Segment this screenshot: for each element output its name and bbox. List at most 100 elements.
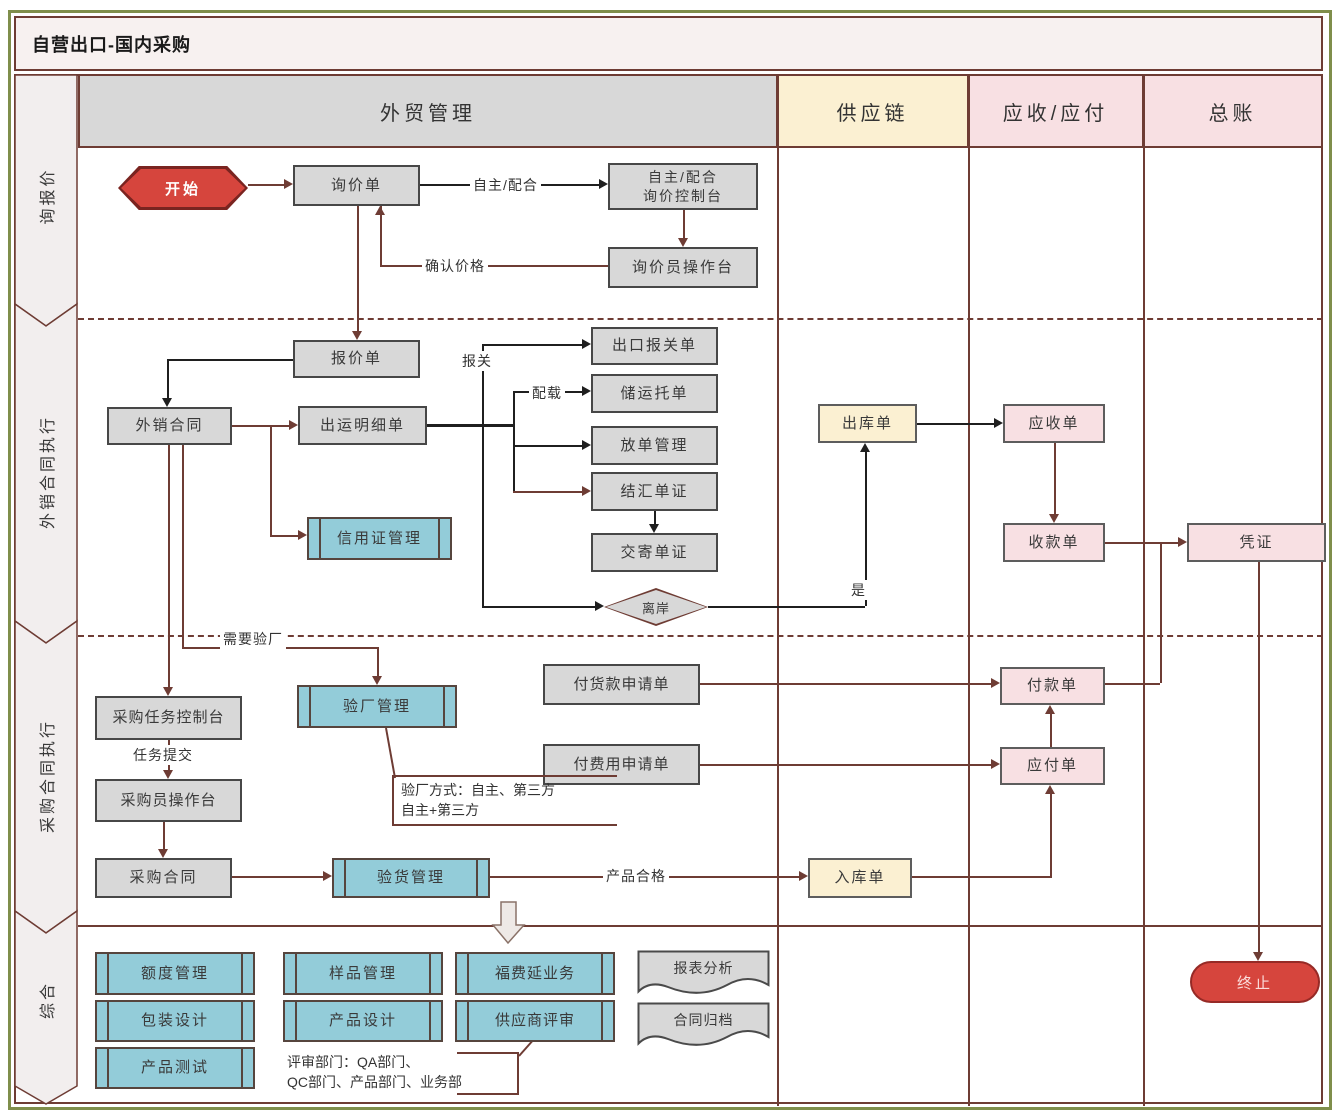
node-receivable-order: 应收单 bbox=[1003, 404, 1105, 443]
node-export-declaration: 出口报关单 bbox=[591, 327, 718, 365]
lane-label-text: 询报价 bbox=[40, 167, 57, 225]
end-node: 终止 bbox=[1190, 961, 1320, 1003]
document-shape bbox=[637, 950, 770, 994]
arrowhead bbox=[595, 601, 604, 611]
connector-line bbox=[163, 822, 165, 849]
connector-line bbox=[700, 683, 991, 685]
connector-line bbox=[167, 359, 293, 361]
node-label: 询价控制台 bbox=[643, 187, 723, 204]
node-pay-fee-request: 付费用申请单 bbox=[543, 744, 700, 785]
node-voucher: 凭证 bbox=[1187, 523, 1326, 562]
node-purchase-task-console: 采购任务控制台 bbox=[95, 696, 242, 740]
column-header-foreign-trade: 外贸管理 bbox=[78, 74, 778, 148]
node-settlement-docs: 结汇单证 bbox=[591, 472, 718, 511]
note-review-departments: 评审部门：QA部门、 QC部门、产品部门、业务部 bbox=[287, 1052, 462, 1093]
node-product-design: 产品设计 bbox=[283, 1000, 443, 1042]
connector-line bbox=[168, 445, 170, 687]
node-inquiry-order: 询价单 bbox=[293, 165, 420, 206]
page-title: 自营出口-国内采购 bbox=[32, 34, 191, 55]
node-goods-inspection: 验货管理 bbox=[332, 858, 490, 898]
node-export-contract: 外销合同 bbox=[107, 407, 232, 445]
start-node: 开始 bbox=[118, 166, 248, 210]
connector-line bbox=[248, 184, 284, 186]
document-report-analysis: 报表分析 bbox=[637, 950, 770, 998]
document-shape bbox=[637, 1002, 770, 1046]
swimlane-label-inquiry: 询报价 bbox=[34, 167, 58, 224]
arrowhead bbox=[375, 206, 385, 215]
node-release-mgmt: 放单管理 bbox=[591, 426, 718, 465]
node-label: 应付单 bbox=[1026, 757, 1078, 775]
edge-label-need-factory-audit: 需要验厂 bbox=[220, 629, 286, 649]
edge-label-customs: 报关 bbox=[459, 351, 495, 371]
arrowhead bbox=[994, 418, 1003, 428]
note-factory-audit-methods: 验厂方式：自主、第三方 自主+第三方 bbox=[392, 775, 617, 826]
node-receipt-order: 收款单 bbox=[1003, 523, 1105, 562]
node-pay-goods-request: 付货款申请单 bbox=[543, 664, 700, 705]
arrowhead bbox=[649, 524, 659, 533]
swimlane-label-purchase-contract: 采购合同执行 bbox=[34, 719, 58, 833]
arrowhead bbox=[1178, 537, 1187, 547]
node-label: 结汇单证 bbox=[620, 482, 689, 500]
connector-line bbox=[513, 445, 582, 447]
node-label: 采购任务控制台 bbox=[112, 709, 225, 727]
block-arrow-down bbox=[491, 901, 526, 945]
node-label: 出运明细单 bbox=[319, 416, 405, 434]
node-label: 产品设计 bbox=[328, 1012, 397, 1030]
node-product-test: 产品测试 bbox=[95, 1047, 255, 1089]
column-header-label: 供应链 bbox=[836, 102, 909, 125]
node-label: 离岸 bbox=[641, 600, 670, 616]
edge-label-confirm-price: 确认价格 bbox=[422, 256, 488, 276]
connector-line bbox=[182, 445, 184, 648]
node-label: 报表分析 bbox=[673, 960, 734, 976]
connector-line bbox=[232, 425, 289, 427]
node-label: 样品管理 bbox=[328, 964, 397, 982]
title-bar: 自营出口-国内采购 bbox=[14, 16, 1323, 71]
arrowhead bbox=[1049, 514, 1059, 523]
node-shipping-detail: 出运明细单 bbox=[298, 406, 427, 445]
connector-line bbox=[700, 764, 991, 766]
swimlane-label-export-contract: 外销合同执行 bbox=[34, 415, 58, 529]
connector-line bbox=[1105, 683, 1160, 685]
lane-divider-solid bbox=[78, 925, 1323, 927]
node-label: 储运托单 bbox=[620, 384, 689, 402]
node-label: 付费用申请单 bbox=[573, 755, 670, 773]
connector-line bbox=[482, 344, 484, 607]
connector-line bbox=[1050, 794, 1052, 876]
node-label: 验厂管理 bbox=[342, 697, 411, 715]
connector-line bbox=[380, 265, 608, 267]
connector-line bbox=[427, 424, 513, 427]
lane-divider-dashed bbox=[78, 318, 1323, 320]
column-header-supply-chain: 供应链 bbox=[776, 74, 969, 148]
arrowhead bbox=[582, 486, 591, 496]
connector-line bbox=[380, 206, 382, 267]
arrowhead bbox=[582, 386, 591, 396]
node-label: 询价单 bbox=[330, 176, 382, 194]
connector-line bbox=[1050, 714, 1052, 747]
node-label: 验货管理 bbox=[376, 869, 445, 887]
arrowhead bbox=[1045, 705, 1055, 714]
arrowhead bbox=[352, 331, 362, 340]
node-label: 凭证 bbox=[1239, 533, 1274, 551]
arrowhead bbox=[163, 687, 173, 696]
node-label: 付货款申请单 bbox=[573, 675, 670, 693]
node-label: 放单管理 bbox=[620, 436, 689, 454]
node-mailing-docs: 交寄单证 bbox=[591, 533, 718, 572]
note-bracket bbox=[457, 1052, 519, 1095]
node-label: 收款单 bbox=[1028, 533, 1080, 551]
node-package-design: 包装设计 bbox=[95, 1000, 255, 1042]
edge-label-self-coop: 自主/配合 bbox=[470, 175, 541, 195]
node-factory-audit: 验厂管理 bbox=[297, 685, 457, 728]
node-payment-order: 付款单 bbox=[1000, 667, 1105, 705]
connector-line bbox=[232, 876, 323, 878]
edge-label-yes: 是 bbox=[848, 580, 869, 600]
edge-label-product-qualified: 产品合格 bbox=[603, 866, 669, 886]
connector-line bbox=[270, 535, 298, 537]
arrowhead bbox=[284, 179, 293, 189]
node-label: 包装设计 bbox=[140, 1012, 209, 1030]
node-label: 额度管理 bbox=[140, 964, 209, 982]
connector-line bbox=[357, 206, 359, 332]
column-header-label: 应收/应付 bbox=[1002, 102, 1109, 125]
node-quotation: 报价单 bbox=[293, 340, 420, 378]
